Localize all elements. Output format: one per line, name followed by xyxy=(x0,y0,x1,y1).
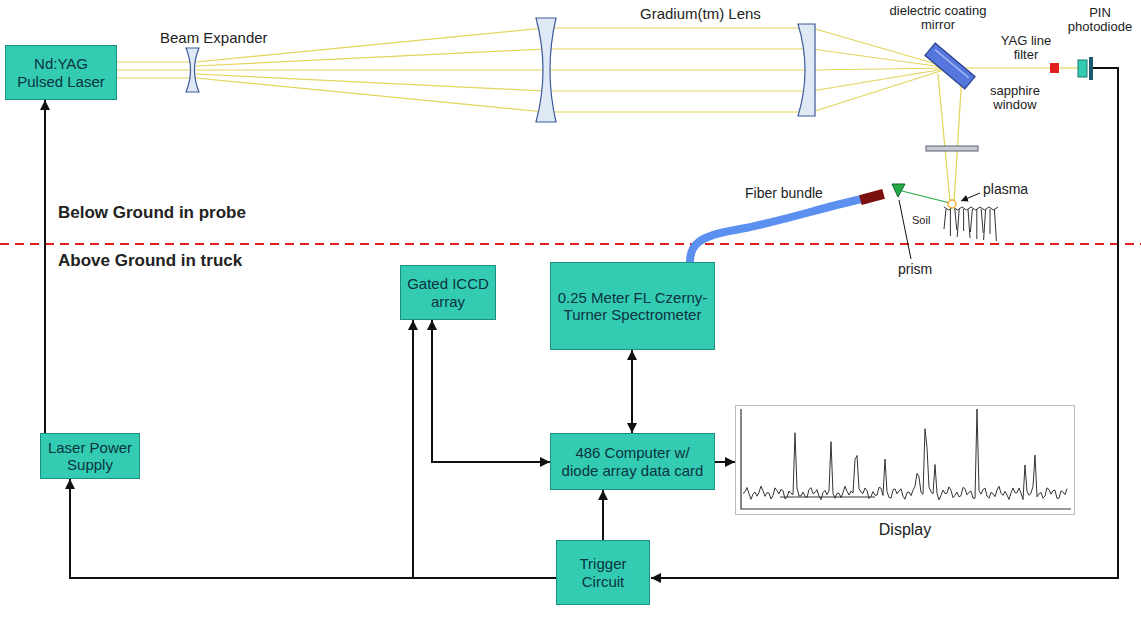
part-label: sapphire window xyxy=(984,84,1046,113)
part-label: Fiber bundle xyxy=(745,186,845,201)
part-label: prism xyxy=(898,262,948,277)
signal-connector xyxy=(413,320,556,578)
box-label: 0.25 Meter FL Czerny-Turner Spectrometer xyxy=(557,289,708,324)
signal-connector xyxy=(715,461,735,463)
signal-connector xyxy=(70,479,556,578)
box-label: Gated ICCD array xyxy=(407,275,489,310)
spectrum-plot xyxy=(735,405,1075,515)
process-box: 486 Computer w/ diode array data card xyxy=(550,433,715,490)
part-label: Gradium(tm) Lens xyxy=(640,6,780,23)
signal-connector xyxy=(631,350,633,433)
plasma-spark xyxy=(948,200,956,208)
display-caption: Display xyxy=(735,521,1075,539)
part-label: PIN photodiode xyxy=(1064,6,1136,35)
sapphire-window xyxy=(926,146,978,151)
emission-ray xyxy=(902,191,950,203)
plasma-leader xyxy=(961,193,980,201)
prism xyxy=(892,184,905,197)
process-box: Trigger Circuit xyxy=(556,540,650,605)
pin-photodiode xyxy=(1078,60,1087,77)
collimating-lens xyxy=(536,18,556,122)
box-label: Trigger Circuit xyxy=(563,555,643,590)
part-label: Above Ground in truck xyxy=(58,252,318,271)
fiber-bundle xyxy=(690,199,862,262)
fiber-tip xyxy=(859,189,885,205)
process-box: Gated ICCD array xyxy=(400,265,496,320)
signal-connector xyxy=(432,320,550,462)
photodiode-contact xyxy=(1089,57,1093,80)
box-label: Laser Power Supply xyxy=(47,439,133,474)
expander-lens xyxy=(186,48,199,92)
part-label: Soil xyxy=(912,214,942,226)
ground-line xyxy=(0,243,1141,245)
part-label: Beam Expander xyxy=(160,30,290,47)
signal-connector xyxy=(602,490,604,540)
process-box: Nd:YAG Pulsed Laser xyxy=(5,45,117,100)
process-box: 0.25 Meter FL Czerny-Turner Spectrometer xyxy=(550,262,715,350)
display-panel: Display xyxy=(735,405,1075,515)
soil-surface xyxy=(944,207,998,241)
yag-filter xyxy=(1050,63,1059,73)
part-label: dielectric coating mirror xyxy=(878,4,998,33)
part-label: Below Ground in probe xyxy=(58,204,318,223)
box-label: Nd:YAG Pulsed Laser xyxy=(12,55,110,90)
part-label: plasma xyxy=(983,182,1043,197)
signal-connector xyxy=(44,100,46,433)
gradium-lens xyxy=(798,24,815,116)
prism-leader xyxy=(899,200,911,259)
trigger-signal-wire xyxy=(651,68,1118,578)
process-box: Laser Power Supply xyxy=(40,433,140,479)
box-label: 486 Computer w/ diode array data card xyxy=(557,444,708,479)
part-label: YAG line filter xyxy=(1000,34,1052,63)
laser-beam xyxy=(117,28,1078,202)
dielectric-mirror xyxy=(925,43,975,89)
